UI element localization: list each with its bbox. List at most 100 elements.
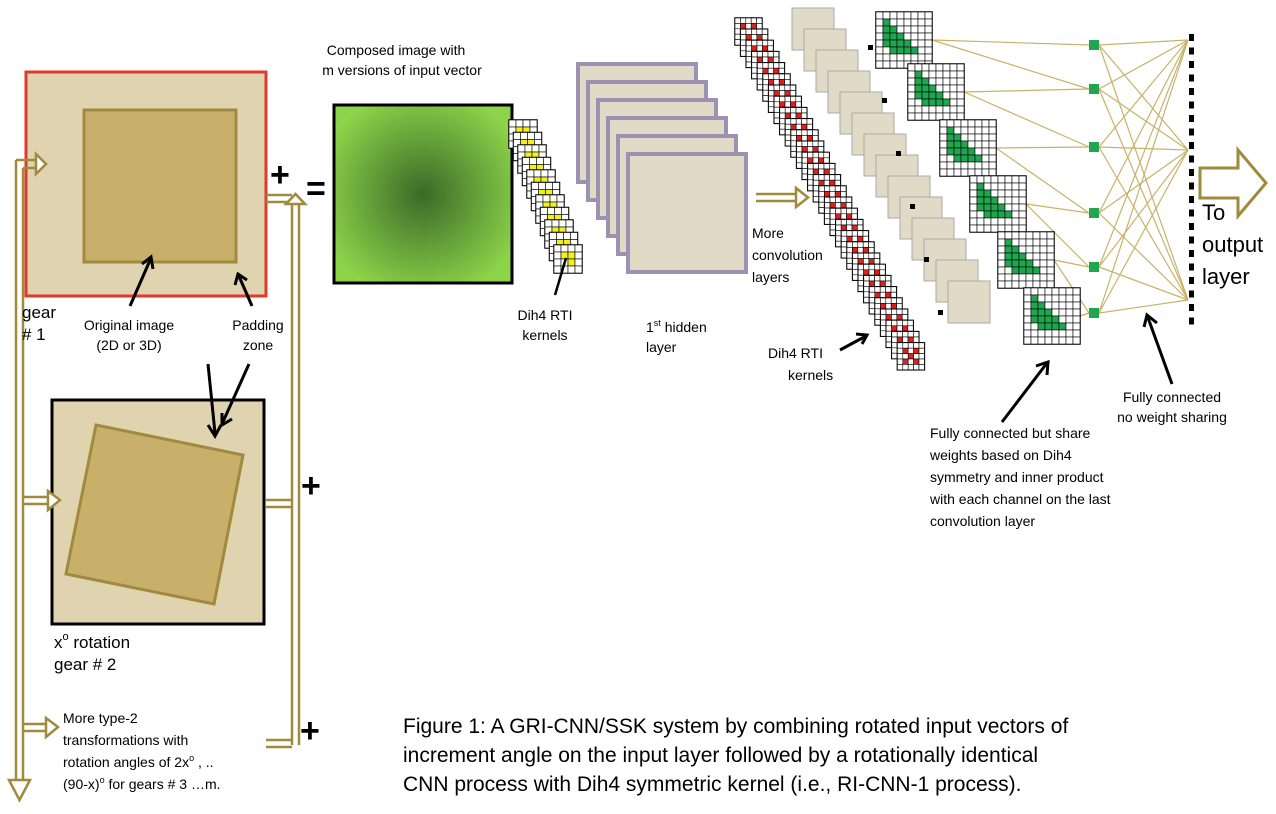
- green-weight-grid-cell: [976, 210, 985, 219]
- red-kernel-cell: [790, 96, 797, 103]
- green-weight-grid-cell: [1030, 287, 1039, 296]
- red-kernel-cell: [829, 213, 836, 220]
- red-kernel-cell: [756, 56, 763, 63]
- green-weight-grid-cell: [1018, 280, 1027, 289]
- green-weight-grid-cell: [1032, 266, 1041, 275]
- green-weight-grid-cell: [1039, 266, 1048, 275]
- more-conv-label-line1: More: [752, 225, 784, 241]
- green-weight-grid-cell: [1037, 336, 1046, 345]
- red-kernel-cell: [762, 95, 769, 102]
- green-weight-grid-cell: [960, 154, 969, 163]
- green-weight-grid-cell: [882, 25, 891, 34]
- green-weight-grid-cell: [1051, 336, 1060, 345]
- red-kernel-cell: [851, 213, 858, 220]
- red-kernel-cell: [795, 107, 802, 114]
- red-kernel-cell: [907, 353, 914, 360]
- red-kernel-cell: [880, 297, 887, 304]
- red-kernel-cell: [868, 269, 875, 276]
- red-kernel-cell: [824, 218, 831, 225]
- red-kernel-cell: [885, 291, 892, 298]
- green-weight-grid-cell: [875, 53, 884, 62]
- red-kernel-cell: [891, 320, 898, 327]
- green-weight-grid-cell: [1004, 196, 1013, 205]
- green-weight-grid-cell: [1037, 329, 1046, 338]
- green-weight-grid-cell: [946, 133, 955, 142]
- pointer-arrows-right: [1000, 312, 1174, 423]
- red-kernel-cell: [880, 319, 887, 326]
- conv-feature-map: [947, 280, 991, 324]
- original-image-label-line1: Original image: [84, 317, 174, 333]
- green-weight-grid-cell: [967, 140, 976, 149]
- green-weight-grid-cell: [1072, 294, 1081, 303]
- red-kernel-cell: [812, 157, 819, 164]
- red-kernel-cell: [745, 61, 752, 68]
- red-kernel-cell: [879, 291, 886, 298]
- red-kernel-cell: [823, 163, 830, 170]
- red-kernel-cell: [863, 291, 870, 298]
- green-weight-grid-cell: [875, 11, 884, 20]
- red-kernel-cell: [897, 353, 904, 360]
- red-kernel-cell: [874, 313, 881, 320]
- green-weight-grid-cell: [907, 98, 916, 107]
- red-kernel-cell: [835, 208, 842, 215]
- red-kernel-cell: [745, 56, 752, 63]
- green-weight-grid-cell: [1011, 238, 1020, 247]
- yellow-kernel-cell: [520, 132, 528, 140]
- red-kernel-cell: [784, 79, 791, 86]
- red-kernel-cell: [823, 168, 830, 175]
- green-weight-grid-cell: [1023, 329, 1032, 338]
- red-kernel-cell: [907, 331, 914, 338]
- red-kernel-cell: [823, 174, 830, 181]
- dih4-kernels-top-label-line1: Dih4 RTI: [518, 307, 573, 323]
- red-kernel-cell: [845, 202, 852, 209]
- output-node: [1189, 142, 1194, 149]
- green-weight-grid-cell: [1065, 322, 1074, 331]
- green-weight-grid-cell: [997, 189, 1006, 198]
- red-kernel-cell: [801, 162, 808, 169]
- red-kernel-cell: [767, 62, 774, 69]
- green-weight-grid-cell: [889, 53, 898, 62]
- green-weight-grid-cell: [960, 161, 969, 170]
- green-weight-grid-cell: [942, 77, 951, 86]
- green-weight-grid-cell: [997, 196, 1006, 205]
- red-kernel-cell: [918, 347, 925, 354]
- red-kernel-cell: [801, 152, 808, 159]
- red-kernel-cell: [784, 101, 791, 108]
- red-kernel-cell: [880, 308, 887, 315]
- red-kernel-cell: [874, 303, 881, 310]
- green-weight-grid-cell: [1046, 231, 1055, 240]
- green-weight-grid-cell: [1058, 322, 1067, 331]
- red-kernel-cell: [779, 96, 786, 103]
- green-weight-grid-cell: [1037, 287, 1046, 296]
- green-weight-grid-cell: [1011, 175, 1020, 184]
- red-kernel-cell: [801, 118, 808, 125]
- red-kernel-cell: [857, 252, 864, 259]
- green-weight-grid-cell: [949, 70, 958, 79]
- red-kernel-cell: [773, 106, 780, 113]
- green-weight-grid-cell: [1023, 301, 1032, 310]
- fc-link: [1079, 312, 1090, 317]
- red-kernel-cell: [863, 269, 870, 276]
- green-weight-grid-cell: [1058, 329, 1067, 338]
- red-kernel-cell: [891, 352, 898, 359]
- green-weight-grid-cell: [896, 39, 905, 48]
- red-kernel-cell: [868, 264, 875, 271]
- more-conv-arrow: [756, 192, 796, 203]
- red-kernel-cell: [801, 112, 808, 119]
- red-kernel-cell: [818, 157, 825, 164]
- red-kernel-cell: [801, 140, 808, 147]
- red-kernel-cell: [918, 342, 925, 349]
- red-kernel-cell: [913, 353, 920, 360]
- yellow-kernel-cell: [574, 258, 583, 267]
- green-weight-grid-cell: [1018, 266, 1027, 275]
- green-weight-grid-cell: [946, 119, 955, 128]
- red-kernel-cell: [751, 67, 758, 74]
- red-kernel-cell: [773, 79, 780, 86]
- red-kernel-cell: [761, 28, 768, 35]
- green-weight-grid-cell: [1004, 224, 1013, 233]
- more-gears-label-line4: (90-x)o for gears # 3 …m.: [63, 775, 221, 792]
- red-kernel-cell: [891, 336, 898, 343]
- red-kernel-cell: [778, 79, 785, 86]
- red-kernel-cell: [790, 112, 797, 119]
- yellow-kernel-cell: [554, 207, 562, 215]
